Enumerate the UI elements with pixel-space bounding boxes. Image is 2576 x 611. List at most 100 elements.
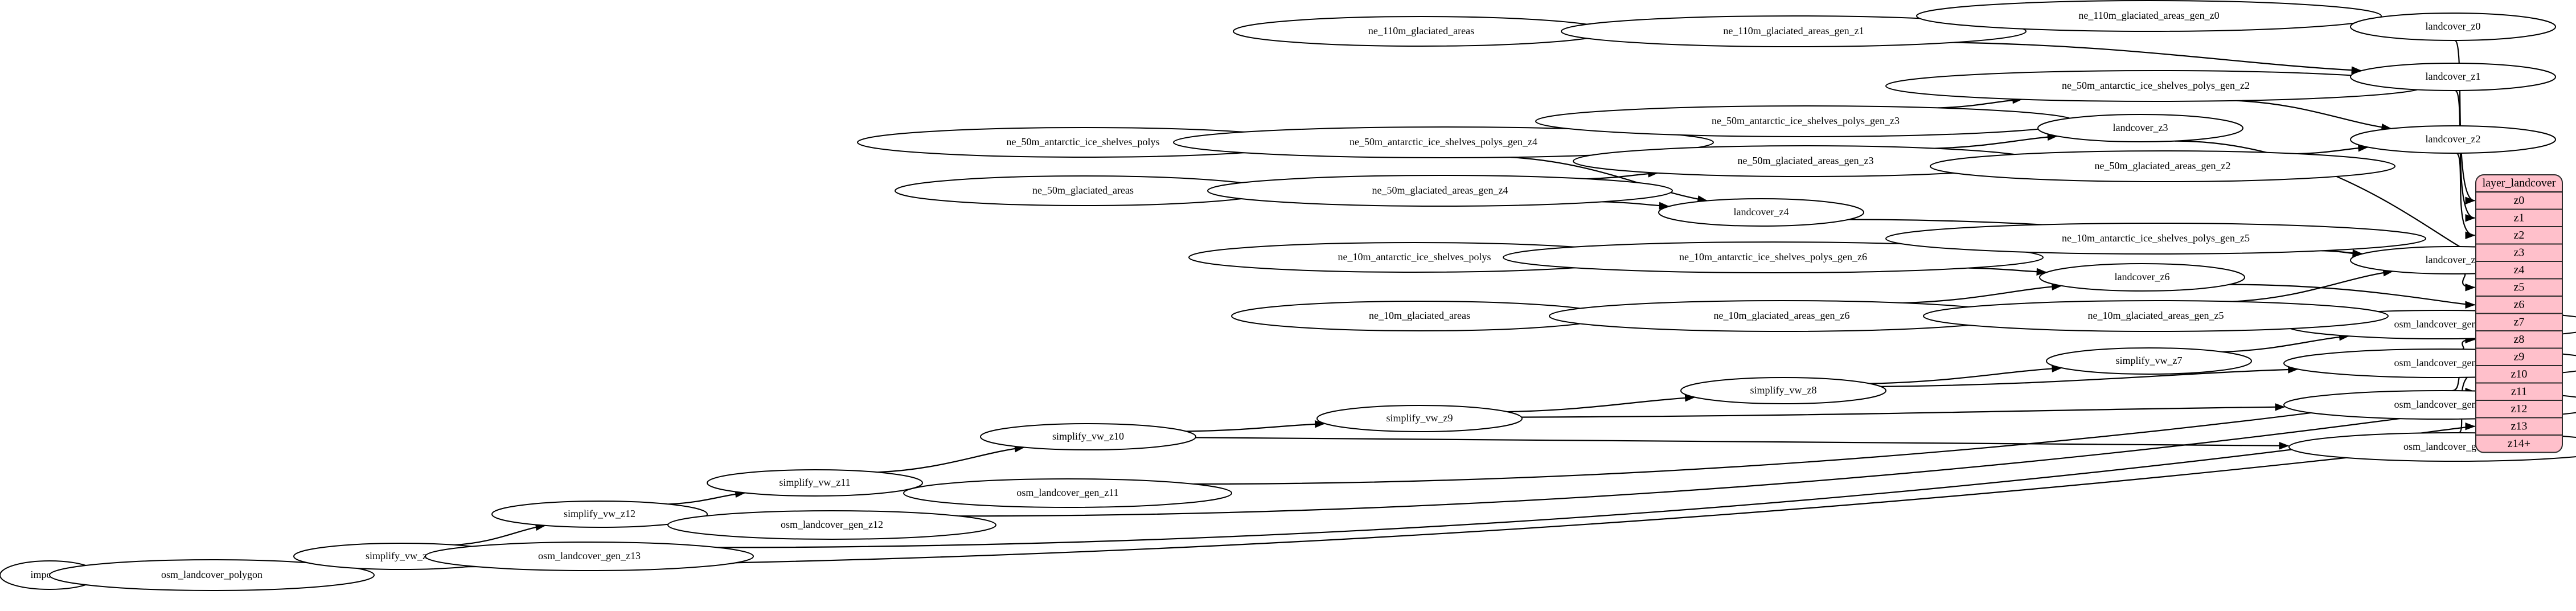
node-simplify_vw_z12[interactable]: simplify_vw_z12 bbox=[491, 501, 708, 528]
node-ne_50m_glaciated_areas_gen_z2[interactable]: ne_50m_glaciated_areas_gen_z2 bbox=[1930, 150, 2395, 182]
table-row-z0[interactable]: z0 bbox=[2514, 194, 2525, 207]
node-label: osm_landcover_gen_z7 bbox=[2394, 318, 2492, 330]
edge-path bbox=[2454, 89, 2475, 219]
edge-ne_10m_antarctic_ice_shelves_polys_gen_z6--to--landcover_z6 bbox=[1968, 267, 2047, 276]
node-ne_10m_glaciated_areas_gen_z6[interactable]: ne_10m_glaciated_areas_gen_z6 bbox=[1549, 300, 2015, 332]
node-label: osm_landcover_polygon bbox=[161, 569, 262, 580]
node-ne_10m_antarctic_ice_shelves_polys_gen_z6[interactable]: ne_10m_antarctic_ice_shelves_polys_gen_z… bbox=[1503, 241, 2044, 273]
table-row-z5[interactable]: z5 bbox=[2514, 281, 2525, 293]
node-ne_110m_glaciated_areas[interactable]: ne_110m_glaciated_areas bbox=[1233, 16, 1610, 47]
layer-landcover-table: layer_landcoverz0z1z2z3z4z5z6z7z8z9z10z1… bbox=[2475, 174, 2563, 453]
node-ne_50m_antarctic_ice_shelves_polys[interactable]: ne_50m_antarctic_ice_shelves_polys bbox=[857, 127, 1309, 158]
edge-simplify_vw_z10--to--simplify_vw_z9 bbox=[1186, 420, 1326, 432]
node-label: ne_110m_glaciated_areas_gen_z1 bbox=[1723, 25, 1864, 36]
edge-path bbox=[1521, 406, 2285, 418]
edge-path bbox=[1903, 285, 2061, 304]
node-ne_50m_antarctic_ice_shelves_polys_gen_z4[interactable]: ne_50m_antarctic_ice_shelves_polys_gen_z… bbox=[1173, 126, 1714, 158]
node-label: ne_50m_glaciated_areas_gen_z2 bbox=[2095, 160, 2231, 171]
node-ellipse bbox=[491, 501, 708, 528]
edge-ne_10m_glaciated_areas_gen_z6--to--landcover_z6 bbox=[1903, 282, 2062, 304]
node-ellipse bbox=[980, 423, 1196, 450]
table-row-z6[interactable]: z6 bbox=[2514, 298, 2525, 311]
node-simplify_vw_z9[interactable]: simplify_vw_z9 bbox=[1316, 405, 1523, 432]
table-cell-label: z13 bbox=[2511, 420, 2528, 432]
table-row-z14plus[interactable]: z14+ bbox=[2508, 437, 2530, 450]
table-row-z13[interactable]: z13 bbox=[2511, 420, 2528, 432]
table-cell-label: z9 bbox=[2514, 350, 2525, 363]
node-ellipse bbox=[1173, 126, 1714, 158]
node-osm_landcover_polygon[interactable]: osm_landcover_polygon bbox=[49, 559, 375, 591]
table-row-z11[interactable]: z11 bbox=[2511, 385, 2527, 397]
node-landcover_z2[interactable]: landcover_z2 bbox=[2350, 125, 2556, 154]
table-row-z2[interactable]: z2 bbox=[2514, 229, 2525, 241]
edge-arrowhead bbox=[2465, 196, 2476, 204]
node-simplify_vw_z11[interactable]: simplify_vw_z11 bbox=[707, 469, 923, 497]
nodes-layer: imposm3osm_landcover_polygonsimplify_vw_… bbox=[0, 0, 2576, 591]
table-row-z10[interactable]: z10 bbox=[2511, 368, 2528, 380]
table-cell-label: z0 bbox=[2514, 194, 2525, 207]
node-ne_10m_antarctic_ice_shelves_polys_gen_z5[interactable]: ne_10m_antarctic_ice_shelves_polys_gen_z… bbox=[1885, 223, 2426, 255]
node-ne_50m_glaciated_areas[interactable]: ne_50m_glaciated_areas bbox=[895, 175, 1271, 206]
node-label: simplify_vw_z12 bbox=[564, 508, 635, 519]
node-label: landcover_z0 bbox=[2426, 20, 2481, 32]
node-simplify_vw_z10[interactable]: simplify_vw_z10 bbox=[980, 423, 1196, 450]
node-label: osm_landcover_gen_z13 bbox=[538, 550, 641, 561]
table-row-z3[interactable]: z3 bbox=[2514, 246, 2525, 259]
node-ellipse bbox=[2350, 63, 2556, 91]
node-ne_50m_antarctic_ice_shelves_polys_gen_z3[interactable]: ne_50m_antarctic_ice_shelves_polys_gen_z… bbox=[1535, 105, 2076, 137]
node-ne_10m_glaciated_areas_gen_z5[interactable]: ne_10m_glaciated_areas_gen_z5 bbox=[1923, 300, 2389, 332]
node-ne_50m_glaciated_areas_gen_z4[interactable]: ne_50m_glaciated_areas_gen_z4 bbox=[1207, 175, 1673, 207]
table-row-z7[interactable]: z7 bbox=[2514, 315, 2525, 328]
node-ne_10m_antarctic_ice_shelves_polys[interactable]: ne_10m_antarctic_ice_shelves_polys bbox=[1188, 242, 1640, 273]
table-row-z9[interactable]: z9 bbox=[2514, 350, 2525, 363]
node-landcover_z0[interactable]: landcover_z0 bbox=[2350, 13, 2556, 41]
edge-ne_50m_glaciated_areas_gen_z2--to--landcover_z2 bbox=[2298, 144, 2369, 155]
node-label: landcover_z3 bbox=[2113, 122, 2168, 133]
table-row-z4[interactable]: z4 bbox=[2514, 264, 2525, 276]
table-cell-label: z4 bbox=[2514, 264, 2525, 276]
node-simplify_vw_z7[interactable]: simplify_vw_z7 bbox=[2046, 347, 2252, 375]
node-label: landcover_z4 bbox=[1734, 206, 1789, 218]
table-cell-label: z12 bbox=[2511, 403, 2528, 415]
table-cell-label: z2 bbox=[2514, 229, 2525, 241]
node-osm_landcover_gen_z11[interactable]: osm_landcover_gen_z11 bbox=[903, 478, 1232, 508]
node-landcover_z6[interactable]: landcover_z6 bbox=[2039, 263, 2245, 292]
node-landcover_z1[interactable]: landcover_z1 bbox=[2350, 63, 2556, 91]
node-label: ne_50m_antarctic_ice_shelves_polys_gen_z… bbox=[1712, 115, 1900, 126]
node-label: ne_10m_antarctic_ice_shelves_polys bbox=[1338, 251, 1491, 263]
node-landcover_z3[interactable]: landcover_z3 bbox=[2037, 114, 2243, 142]
edge-simplify_vw_z9--to--simplify_vw_z8 bbox=[1507, 394, 1696, 413]
table-cell-label: z5 bbox=[2514, 281, 2525, 293]
node-ne_110m_glaciated_areas_gen_z1[interactable]: ne_110m_glaciated_areas_gen_z1 bbox=[1561, 15, 2027, 47]
node-osm_landcover_gen_z13[interactable]: osm_landcover_gen_z13 bbox=[425, 542, 754, 571]
node-ellipse bbox=[2039, 263, 2245, 292]
node-landcover_z4[interactable]: landcover_z4 bbox=[1658, 198, 1864, 227]
edge-simplify_vw_z9--to--osm_landcover_gen_z9 bbox=[1521, 403, 2286, 418]
edge-simplify_vw_z12--to--simplify_vw_z11 bbox=[668, 490, 746, 505]
node-ne_110m_glaciated_areas_gen_z0[interactable]: ne_110m_glaciated_areas_gen_z0 bbox=[1916, 0, 2382, 32]
node-label: simplify_vw_z8 bbox=[1750, 384, 1817, 396]
node-label: ne_50m_antarctic_ice_shelves_polys_gen_z… bbox=[2062, 80, 2250, 91]
edge-arrowhead bbox=[1314, 420, 1326, 428]
edge-arrowhead bbox=[2465, 301, 2476, 309]
node-label: osm_landcover_gen_z9 bbox=[2394, 399, 2492, 410]
node-ne_50m_glaciated_areas_gen_z3[interactable]: ne_50m_glaciated_areas_gen_z3 bbox=[1573, 145, 2038, 177]
node-simplify_vw_z8[interactable]: simplify_vw_z8 bbox=[1680, 377, 1886, 404]
node-ellipse bbox=[667, 510, 996, 540]
table-cell-label: z3 bbox=[2514, 246, 2525, 259]
table-row-z12[interactable]: z12 bbox=[2511, 403, 2528, 415]
node-label: ne_50m_glaciated_areas_gen_z4 bbox=[1372, 184, 1508, 196]
edge-path bbox=[1869, 367, 2062, 384]
node-label: ne_110m_glaciated_areas_gen_z0 bbox=[2078, 10, 2219, 21]
edge-path bbox=[2237, 100, 2392, 129]
node-label: osm_landcover_gen_z11 bbox=[1016, 487, 1118, 498]
edge-path bbox=[2233, 270, 2393, 302]
node-ellipse bbox=[1930, 150, 2395, 182]
node-osm_landcover_gen_z12[interactable]: osm_landcover_gen_z12 bbox=[667, 510, 996, 540]
node-ne_50m_antarctic_ice_shelves_polys_gen_z2[interactable]: ne_50m_antarctic_ice_shelves_polys_gen_z… bbox=[1885, 70, 2426, 102]
node-ellipse bbox=[1561, 15, 2027, 47]
table-row-z1[interactable]: z1 bbox=[2514, 211, 2525, 224]
node-label: ne_50m_glaciated_areas bbox=[1032, 184, 1134, 196]
node-ellipse bbox=[49, 559, 375, 591]
table-row-z8[interactable]: z8 bbox=[2514, 333, 2525, 346]
